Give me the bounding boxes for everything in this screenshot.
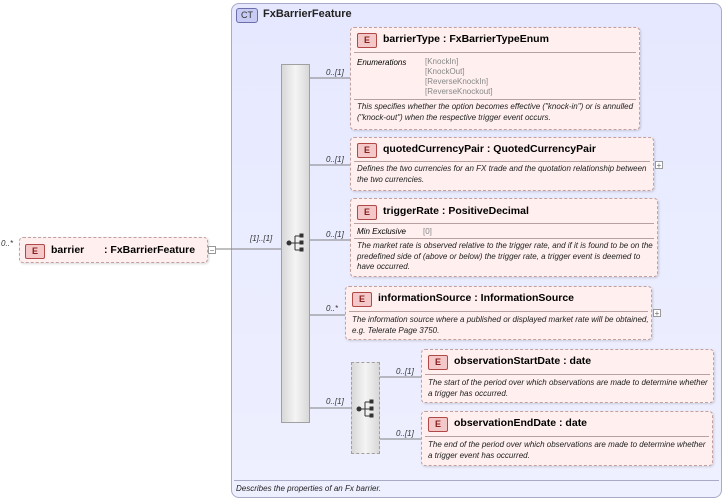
element-documentation: The end of the period over which observa…	[428, 440, 706, 460]
element-badge: E	[25, 244, 45, 259]
complex-type-title: FxBarrierFeature	[263, 8, 352, 20]
expand-toggle[interactable]: +	[653, 309, 661, 318]
sequence-icon	[356, 399, 374, 418]
element-observation-end-date[interactable]: E observationEndDate : date The end of t…	[421, 411, 713, 466]
root-element-name: barrier	[51, 244, 85, 256]
element-badge: E	[357, 205, 377, 220]
element-trigger-rate[interactable]: E triggerRate : PositiveDecimal Min Excl…	[350, 198, 658, 277]
element-documentation: Defines the two currencies for an FX tra…	[357, 164, 647, 184]
inner-sequence-compositor[interactable]	[351, 362, 380, 454]
element-information-source[interactable]: E informationSource : InformationSource …	[345, 286, 652, 340]
enum-value: [ReverseKnockout]	[425, 87, 493, 96]
enum-value: [KnockIn]	[425, 57, 459, 66]
facet-value: [0]	[423, 227, 432, 236]
element-badge: E	[357, 143, 377, 158]
separator	[354, 52, 636, 53]
element-badge: E	[428, 355, 448, 370]
element-observation-start-date[interactable]: E observationStartDate : date The start …	[421, 349, 714, 403]
facet-label: Enumerations	[357, 58, 407, 67]
footer-divider	[234, 480, 719, 481]
complex-type-badge: CT	[236, 8, 258, 23]
enum-value: [KnockOut]	[425, 67, 465, 76]
separator	[354, 223, 654, 224]
separator	[425, 374, 710, 375]
element-title: observationStartDate : date	[454, 355, 592, 367]
separator	[354, 161, 650, 162]
expand-toggle[interactable]: +	[655, 161, 663, 170]
information-source-cardinality: 0..*	[326, 304, 339, 313]
element-title: quotedCurrencyPair : QuotedCurrencyPair	[383, 143, 596, 155]
barrier-type-cardinality: 0..[1]	[326, 68, 344, 77]
element-badge: E	[428, 417, 448, 432]
element-documentation: This specifies whether the option become…	[357, 102, 634, 122]
inner-sequence-cardinality: 0..[1]	[326, 397, 344, 406]
root-element-barrier[interactable]: E barrier : FxBarrierFeature	[19, 237, 208, 263]
quoted-currency-pair-cardinality: 0..[1]	[326, 155, 344, 164]
sequence-icon	[286, 233, 304, 252]
element-documentation: The market rate is observed relative to …	[357, 241, 653, 271]
element-title: observationEndDate : date	[454, 417, 588, 429]
sequence-cardinality: [1]..[1]	[250, 234, 273, 243]
element-badge: E	[352, 292, 372, 307]
enum-value: [ReverseKnockIn]	[425, 77, 489, 86]
sequence-compositor[interactable]	[281, 64, 310, 423]
trigger-rate-cardinality: 0..[1]	[326, 230, 344, 239]
collapse-toggle[interactable]: −	[208, 246, 216, 255]
element-documentation: The start of the period over which obser…	[428, 378, 708, 398]
element-title: triggerRate : PositiveDecimal	[383, 205, 529, 217]
element-title: barrierType : FxBarrierTypeEnum	[383, 33, 549, 45]
separator	[425, 436, 709, 437]
element-title: informationSource : InformationSource	[378, 292, 575, 304]
root-element-type: : FxBarrierFeature	[104, 244, 196, 256]
separator	[349, 311, 648, 312]
observation-end-date-cardinality: 0..[1]	[396, 429, 414, 438]
element-barrier-type[interactable]: E barrierType : FxBarrierTypeEnum Enumer…	[350, 27, 640, 130]
separator	[354, 238, 654, 239]
root-cardinality: 0..*	[1, 239, 14, 248]
complex-type-documentation: Describes the properties of an Fx barrie…	[236, 484, 382, 493]
element-documentation: The information source where a published…	[352, 315, 649, 335]
element-quoted-currency-pair[interactable]: E quotedCurrencyPair : QuotedCurrencyPai…	[350, 137, 654, 191]
element-badge: E	[357, 33, 377, 48]
separator	[354, 99, 636, 100]
observation-start-date-cardinality: 0..[1]	[396, 367, 414, 376]
facet-label: Min Exclusive	[357, 227, 406, 236]
